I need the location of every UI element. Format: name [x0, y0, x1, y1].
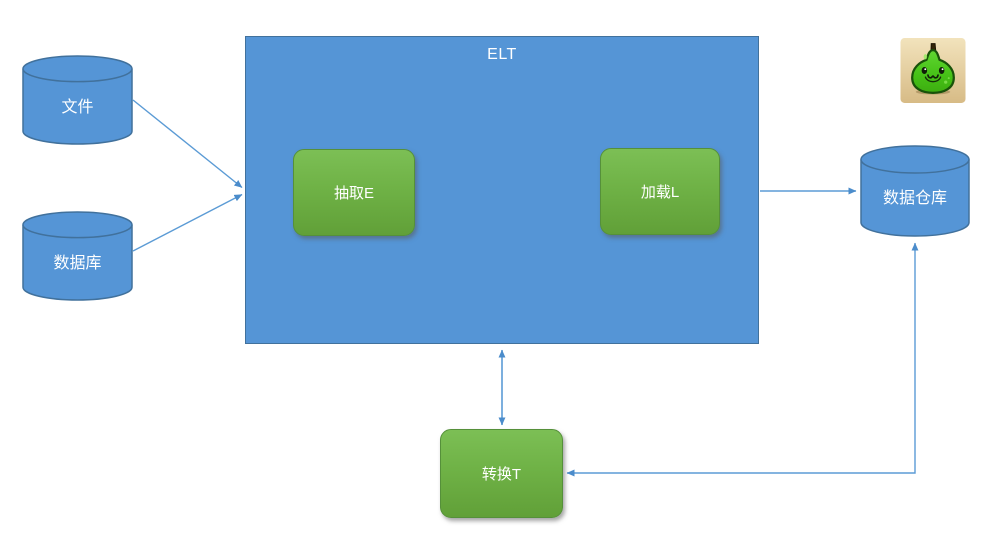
node-extract: 抽取E	[293, 149, 415, 236]
connector-file-to-elt	[132, 99, 243, 189]
cylinder-shape	[860, 145, 970, 237]
elt-container-title: ELT	[487, 46, 517, 63]
node-file-cylinder: 文件	[22, 55, 133, 145]
node-load: 加载L	[600, 148, 720, 235]
node-transform-label: 转换T	[481, 466, 522, 483]
node-extract-label: 抽取E	[333, 185, 374, 202]
node-transform: 转换T	[440, 429, 563, 518]
cylinder-shape	[22, 211, 133, 301]
cylinder-shape	[22, 55, 133, 145]
connector-warehouse-transform-elbow	[566, 242, 919, 477]
node-load-label: 加载L	[640, 184, 680, 201]
connector-database-to-elt	[132, 193, 243, 252]
node-warehouse-label: 数据仓库	[882, 190, 947, 207]
node-file-label: 文件	[61, 99, 94, 116]
node-database-label: 数据库	[53, 255, 102, 272]
node-database-cylinder: 数据库	[22, 211, 133, 301]
node-warehouse-cylinder: 数据仓库	[860, 145, 970, 237]
pear-mascot-icon	[900, 38, 966, 103]
